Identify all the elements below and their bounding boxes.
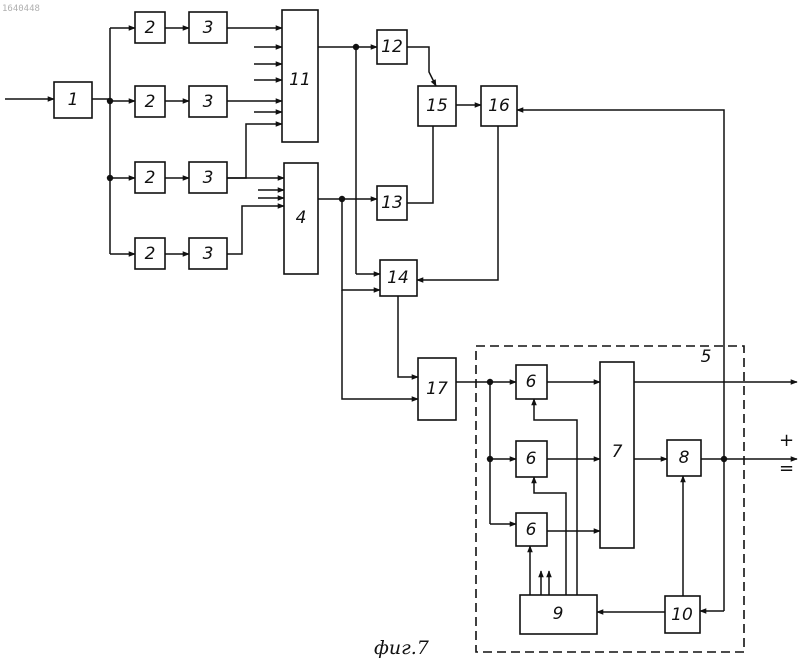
- block-3-label: 3: [203, 92, 214, 112]
- output-minus-sign: =: [779, 458, 794, 479]
- block-2-row1: 2: [135, 12, 165, 43]
- line-3-11-row3: [227, 124, 282, 178]
- block-16-label: 16: [488, 96, 510, 116]
- block-3-row2: 3: [189, 86, 227, 117]
- block-3-row4: 3: [189, 238, 227, 269]
- junction-dot: [339, 196, 345, 202]
- block-3-row3: 3: [189, 162, 227, 193]
- block-4-label: 4: [296, 208, 307, 228]
- block-12: 12: [377, 30, 407, 64]
- corner-text: 1640448: [2, 4, 40, 14]
- block-1-label: 1: [68, 90, 79, 110]
- block-3-label: 3: [203, 18, 214, 38]
- line-4-17: [342, 290, 418, 399]
- junction-dot: [353, 44, 359, 50]
- block-16: 16: [481, 86, 517, 126]
- block-6-mid: 6: [516, 441, 547, 477]
- block-2-label: 2: [145, 168, 156, 188]
- block-15: 15: [418, 86, 456, 126]
- block-13: 13: [377, 186, 407, 220]
- junction-dot: [107, 98, 113, 104]
- block-17-label: 17: [426, 379, 448, 399]
- block-8-label: 8: [679, 448, 690, 468]
- block-14: 14: [380, 260, 417, 296]
- line-9-6-top: [534, 399, 577, 595]
- line-14-17: [398, 296, 418, 377]
- figure-caption: фиг.7: [374, 637, 430, 659]
- output-plus-sign: +: [779, 430, 794, 451]
- block-6-top: 6: [516, 365, 547, 399]
- junction-dot: [487, 456, 493, 462]
- block-10: 10: [665, 596, 700, 633]
- block-11: 11: [282, 10, 318, 142]
- line-4-14: [342, 199, 380, 290]
- junction-dot: [107, 175, 113, 181]
- block-12-label: 12: [381, 37, 403, 57]
- block-15-label: 15: [426, 96, 448, 116]
- block-6-bot: 6: [516, 513, 547, 546]
- block-1: 1: [54, 82, 92, 118]
- block-6-label: 6: [526, 372, 537, 392]
- line-3-4-row4: [227, 206, 284, 254]
- block-3-row1: 3: [189, 12, 227, 43]
- block-6-label: 6: [526, 449, 537, 469]
- line-13-15: [407, 126, 433, 203]
- block-2-label: 2: [145, 92, 156, 112]
- connections: [5, 28, 797, 612]
- block-8: 8: [667, 440, 701, 476]
- block-3-label: 3: [203, 244, 214, 264]
- block-2-label: 2: [145, 244, 156, 264]
- block-10-label: 10: [671, 605, 693, 625]
- block-13-label: 13: [381, 193, 403, 213]
- block-4: 4: [284, 163, 318, 274]
- block-9: 9: [520, 595, 597, 634]
- block-7: 7: [600, 362, 634, 548]
- line-12-15: [407, 47, 436, 86]
- block-17: 17: [418, 358, 456, 420]
- block-2-row2: 2: [135, 86, 165, 117]
- unit-5-label: 5: [701, 347, 712, 367]
- block-6-label: 6: [526, 520, 537, 540]
- block-9-label: 9: [553, 604, 564, 624]
- block-3-label: 3: [203, 168, 214, 188]
- block-7-label: 7: [612, 442, 623, 462]
- block-2-label: 2: [145, 18, 156, 38]
- block-2-row3: 2: [135, 162, 165, 193]
- block-2-row4: 2: [135, 238, 165, 269]
- block-11-label: 11: [289, 70, 311, 90]
- block-14-label: 14: [387, 268, 409, 288]
- junction-dot: [487, 379, 493, 385]
- junction-dot: [721, 456, 727, 462]
